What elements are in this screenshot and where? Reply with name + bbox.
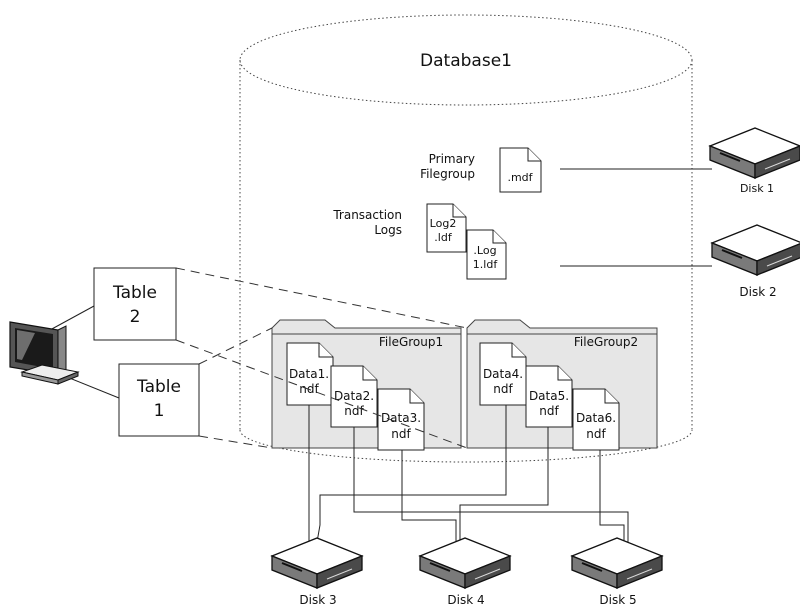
data5-file-icon	[525, 365, 573, 428]
disk5-icon	[571, 537, 663, 589]
data2-file-icon	[330, 365, 378, 428]
table2-label-line1: Table	[112, 283, 157, 303]
database-title: Database1	[420, 51, 512, 71]
data3-file-label-line1: Data3.	[381, 411, 421, 425]
data2-file-label-line1: Data2.	[334, 389, 374, 403]
table1-label-line1: Table	[136, 377, 181, 397]
primary-filegroup-label-line1: Primary	[429, 152, 475, 166]
filegroup1-title: FileGroup1	[379, 335, 443, 349]
log1-file-icon	[466, 229, 507, 280]
data6-file-label-line2: ndf	[586, 427, 606, 441]
data4-file-label-line2: ndf	[493, 382, 513, 396]
mdf-file-icon	[499, 147, 542, 193]
disk3-icon	[271, 537, 363, 589]
table1-label-line2: 1	[154, 401, 165, 421]
table2-label-line2: 2	[130, 307, 141, 327]
data5-file-label-line1: Data5.	[529, 389, 569, 403]
log2-file-icon	[426, 203, 467, 253]
data2-file-label-line2: ndf	[344, 404, 364, 418]
data3-file-icon	[377, 388, 425, 451]
data6-file-icon	[572, 388, 620, 451]
log1-file-label-line2: 1.ldf	[473, 258, 499, 271]
data1-file-label-line1: Data1.	[289, 367, 329, 381]
log1-file-label-line1: .Log	[473, 244, 496, 257]
data3-file-label-line2: ndf	[391, 427, 411, 441]
filegroup2-title: FileGroup2	[574, 335, 638, 349]
monitor-icon	[9, 321, 80, 385]
data5-file-label-line2: ndf	[539, 404, 559, 418]
table-projection-lines	[175, 267, 468, 449]
disk4-icon	[419, 537, 511, 589]
data6-file-label-line1: Data6.	[576, 411, 616, 425]
mdf-file-label: .mdf	[507, 171, 533, 184]
database-cylinder	[239, 14, 693, 463]
disk-connections	[560, 168, 712, 267]
disk1-icon	[709, 127, 800, 179]
disk2-label: Disk 2	[739, 285, 776, 299]
primary-filegroup-label-line2: Filegroup	[420, 167, 475, 181]
disk3-label: Disk 3	[299, 593, 336, 607]
log2-file-label-line2: .ldf	[434, 231, 453, 244]
table2-box	[93, 267, 177, 341]
transaction-logs-label-line1: Transaction	[332, 208, 402, 222]
transaction-logs-label-line2: Logs	[374, 223, 402, 237]
log2-file-label-line1: Log2	[430, 217, 457, 230]
disk2-icon	[711, 224, 800, 276]
disk5-label: Disk 5	[599, 593, 636, 607]
data4-file-label-line1: Data4.	[483, 367, 523, 381]
disk1-label: Disk 1	[740, 182, 774, 195]
disk4-label: Disk 4	[447, 593, 484, 607]
table1-box	[118, 363, 200, 437]
